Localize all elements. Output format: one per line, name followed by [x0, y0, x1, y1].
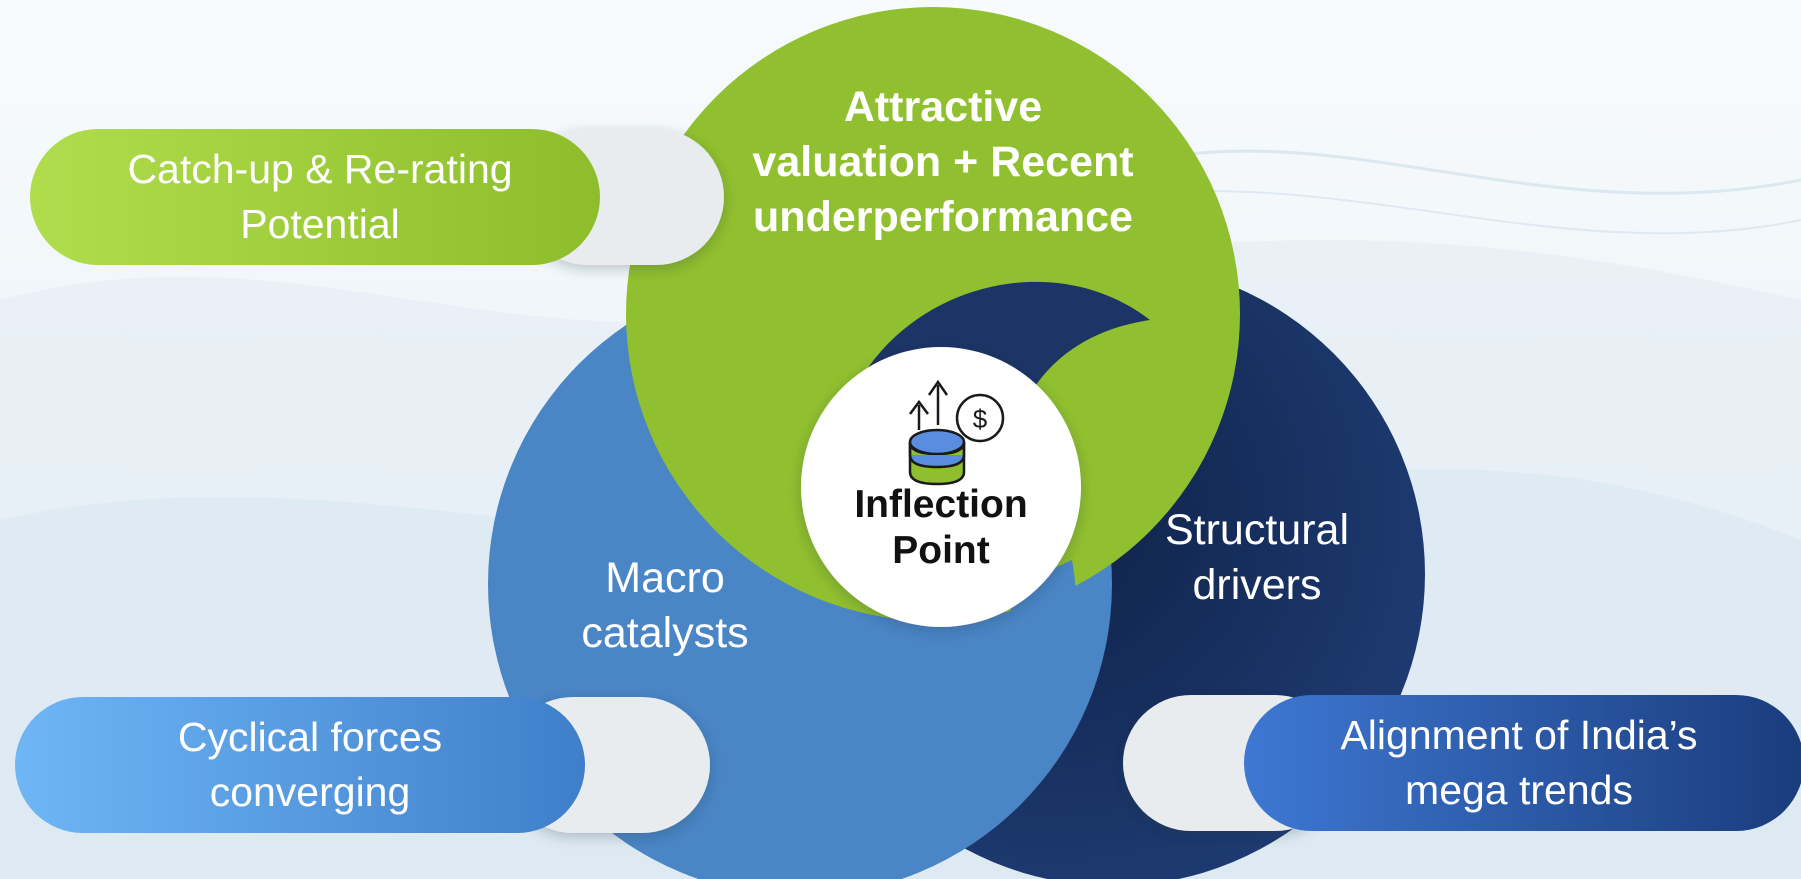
center-circle: [801, 347, 1081, 627]
pill-text-bottom-right: Alignment of India’s mega trends: [1340, 711, 1698, 813]
svg-text:$: $: [973, 404, 988, 434]
swirl-blue: [960, 560, 1077, 820]
pill-top-left: [30, 129, 600, 265]
pill-bottom-right: [1244, 695, 1801, 831]
label-macro: Macro catalysts: [581, 554, 749, 658]
pill-text-bottom-left: Cyclical forces converging: [177, 713, 443, 815]
label-structural: Structural drivers: [1164, 506, 1349, 610]
label-inflection-point: Inflection Point: [854, 483, 1028, 573]
pill-bottom-left: [15, 697, 585, 833]
investment-growth-icon: $: [908, 379, 1005, 486]
pill-text-top-left: Catch-up & Re-rating Potential: [127, 145, 513, 247]
swirl-overlay: [860, 281, 1150, 440]
label-valuation: Attractive valuation + Recent underperfo…: [752, 83, 1134, 242]
